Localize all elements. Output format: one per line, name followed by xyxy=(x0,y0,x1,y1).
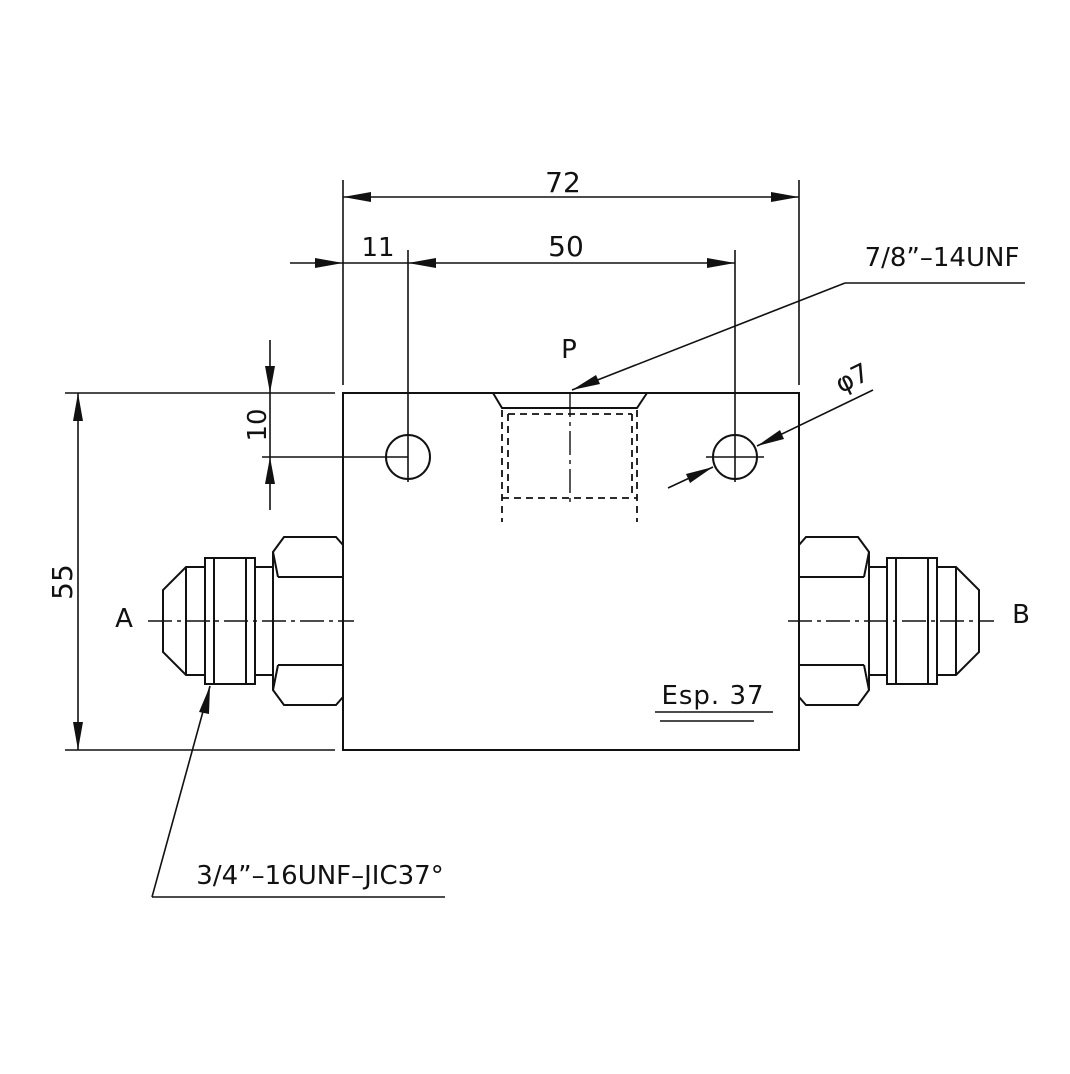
port-p-thread-hidden xyxy=(492,392,648,522)
valve-body xyxy=(342,392,800,751)
dimension-hole-diameter: φ7 xyxy=(667,358,874,489)
mounting-hole-left xyxy=(385,250,431,482)
dimension-port-offset-label: 11 xyxy=(361,233,394,263)
port-a-label: A xyxy=(115,604,133,634)
fitting-thread-label: 3/4”–16UNF–JIC37° xyxy=(196,861,443,891)
port-b-label: B xyxy=(1012,600,1030,630)
dimension-height: 55 xyxy=(46,392,335,751)
material-note: Esp. 37 xyxy=(655,681,773,722)
dimension-width: 72 xyxy=(342,166,800,385)
fitting-thread-leader: 3/4”–16UNF–JIC37° xyxy=(151,685,445,898)
dimension-hole-offset-label: 10 xyxy=(243,408,273,441)
port-p-label: P xyxy=(561,335,577,365)
dimension-height-label: 55 xyxy=(46,564,79,600)
dimension-port-spacing: 50 xyxy=(408,230,735,268)
dimension-hole-offset: 10 xyxy=(243,340,408,510)
mounting-hole-right xyxy=(706,250,764,482)
port-p-thread-label: 7/8”–14UNF xyxy=(865,243,1020,273)
dimension-port-offset: 11 xyxy=(290,233,408,268)
dimension-port-spacing-label: 50 xyxy=(548,230,584,263)
fitting-b xyxy=(788,536,994,706)
dimension-width-label: 72 xyxy=(545,166,581,199)
fitting-a xyxy=(148,536,354,706)
material-note-label: Esp. 37 xyxy=(661,681,764,711)
port-p-thread-leader: 7/8”–14UNF xyxy=(571,243,1025,391)
